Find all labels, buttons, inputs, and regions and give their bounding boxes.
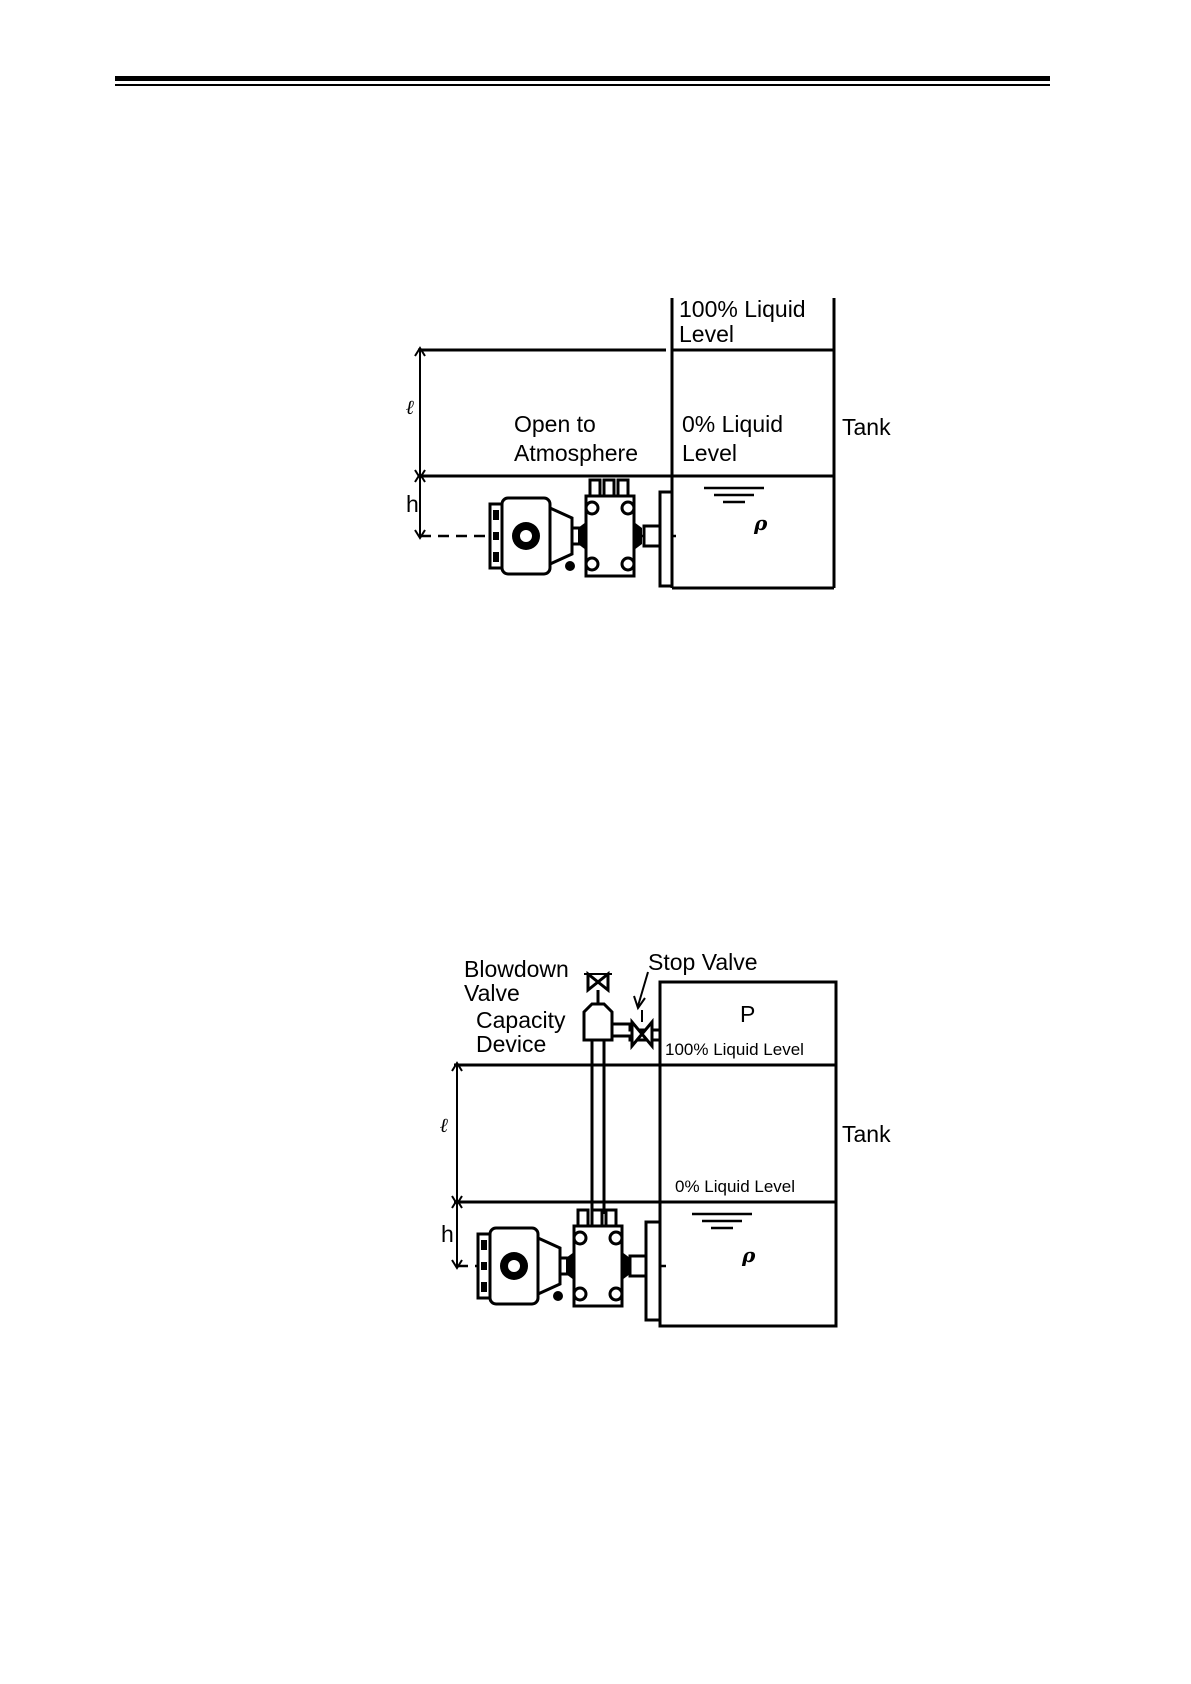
- open-to-atmosphere-label-2: Atmosphere: [514, 440, 638, 466]
- liquid-surface-icon: [692, 1214, 752, 1228]
- capacity-device-label: Capacity: [476, 1007, 566, 1033]
- pressure-transmitter: [478, 1210, 630, 1306]
- span-symbol: ℓ: [406, 395, 415, 419]
- level-100-label-2: Level: [679, 321, 734, 347]
- level-100-label: 100% Liquid Level: [665, 1040, 804, 1059]
- liquid-surface-icon: [704, 488, 764, 502]
- stop-valve-icon: [632, 1022, 652, 1046]
- level-100-label: 100% Liquid: [679, 296, 806, 322]
- mounting-flange: [660, 492, 672, 586]
- mounting-flange: [646, 1222, 660, 1320]
- blowdown-valve-label: Blowdown: [464, 956, 569, 982]
- capacity-device-label-2: Device: [476, 1031, 546, 1057]
- offset-symbol: h: [441, 1221, 454, 1247]
- offset-symbol: h: [406, 491, 419, 517]
- pressure-symbol: P: [740, 1001, 755, 1027]
- pressure-transmitter: [490, 480, 642, 576]
- tank-label: Tank: [842, 414, 891, 440]
- tank-outline: [660, 982, 836, 1326]
- density-symbol: ρ: [753, 511, 768, 535]
- diagram-open-tank: 100% Liquid Level 0% Liquid Level Open t…: [406, 296, 891, 588]
- level-0-label-2: Level: [682, 440, 737, 466]
- level-0-label: 0% Liquid: [682, 411, 783, 437]
- density-symbol: ρ: [741, 1243, 756, 1267]
- blowdown-valve-label-2: Valve: [464, 980, 520, 1006]
- level-0-label: 0% Liquid Level: [675, 1177, 795, 1196]
- tank-label: Tank: [842, 1121, 891, 1147]
- open-to-atmosphere-label: Open to: [514, 411, 596, 437]
- capacity-device: [584, 1004, 612, 1040]
- stop-valve-label: Stop Valve: [648, 949, 758, 975]
- blowdown-valve-icon: [588, 974, 608, 990]
- diagram-closed-tank: Blowdown Valve Capacity Device Stop Valv…: [440, 949, 891, 1326]
- span-symbol: ℓ: [440, 1113, 449, 1137]
